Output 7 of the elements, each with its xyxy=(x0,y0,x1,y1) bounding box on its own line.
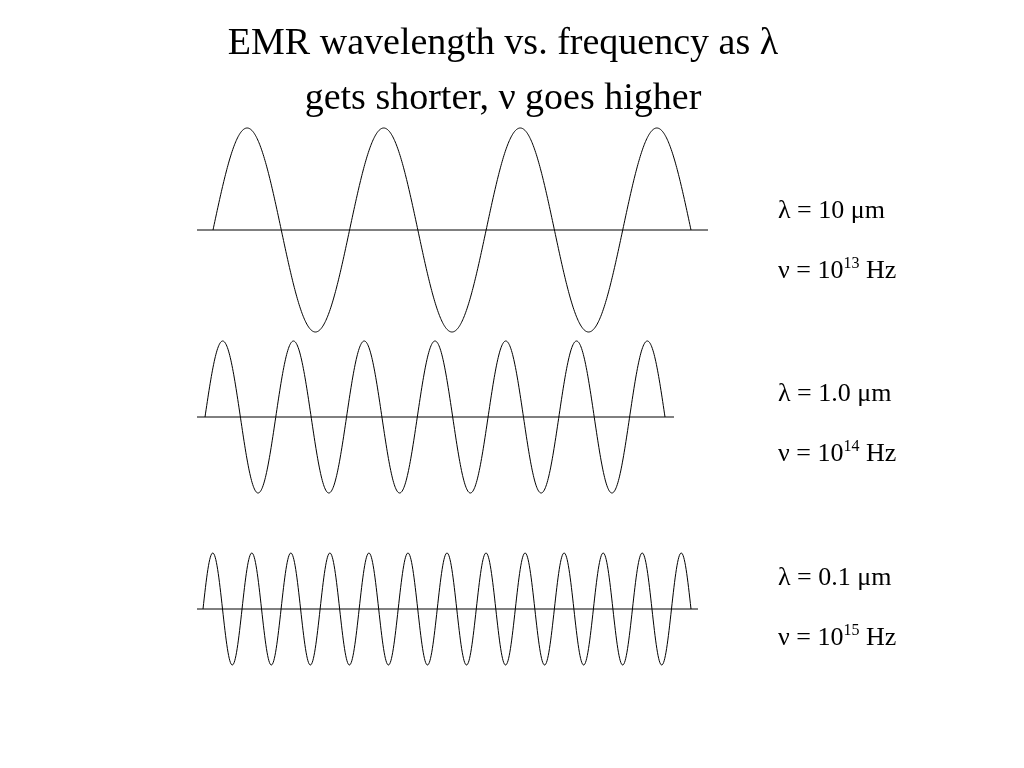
wavelength-label: λ = 10 μm xyxy=(778,195,885,225)
wavelength-label: λ = 0.1 μm xyxy=(778,562,892,592)
wavelength-label: λ = 1.0 μm xyxy=(778,378,892,408)
title: EMR wavelength vs. frequency as λ gets shorter, ν goes higher xyxy=(226,19,780,119)
frequency-label: ν = 10$^{15}$ Hz xyxy=(778,622,897,652)
frequency-label: ν = 10$^{13}$ Hz xyxy=(778,255,897,285)
frequency-label: ν = 10$^{14}$ Hz xyxy=(778,438,897,468)
